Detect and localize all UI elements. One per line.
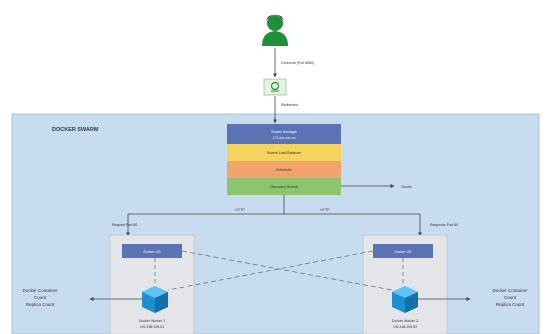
layer-swarm-manager bbox=[227, 124, 341, 144]
worker-1-cube-icon bbox=[142, 286, 168, 313]
right-container-line3: Replica Count bbox=[496, 302, 525, 307]
left-protocol-label: HTTP bbox=[235, 208, 245, 212]
left-container-line2: Count bbox=[34, 295, 47, 300]
cluster-label: Cluster bbox=[401, 185, 413, 189]
layer-scheduler-label: Scheduler bbox=[276, 168, 293, 172]
worker-2-service-label: Docker UD bbox=[394, 250, 412, 254]
proxy-edge-label: Redirected bbox=[281, 103, 298, 107]
swarm-title: DOCKER SWARM bbox=[52, 127, 99, 133]
worker-1-ip-label: 192.168.155.51 bbox=[140, 325, 164, 329]
layer-swarm-manager-ip: 172.xxx.xxx.xx bbox=[273, 136, 296, 140]
worker-2-cube-icon bbox=[392, 286, 418, 313]
left-port-label: Request Port 80 bbox=[112, 223, 137, 227]
worker-node-2: Docker UD Docker Worker 2 192.168.155.52 bbox=[362, 234, 448, 334]
layer-scheduler bbox=[227, 161, 341, 178]
dashed-link-2 bbox=[167, 250, 374, 291]
user-edge-label: Connects (Port 8080) bbox=[281, 61, 314, 65]
worker-2-service-box bbox=[373, 244, 433, 258]
left-container-line3: Replica Count bbox=[26, 302, 55, 307]
right-port-label: Response Port 80 bbox=[430, 223, 458, 227]
layer-swarm-manager-label: Swarm Manager bbox=[271, 130, 298, 134]
manager-stack: Swarm Manager 172.xxx.xxx.xx Swarm Load … bbox=[227, 124, 341, 195]
layer-discovery-label: Discovery Module bbox=[270, 185, 298, 189]
worker-2-ip-label: 192.168.155.52 bbox=[393, 325, 417, 329]
user-icon bbox=[262, 14, 288, 46]
left-container-title: Docker Container bbox=[22, 288, 58, 293]
layer-load-balancer-label: Swarm Load Balancer bbox=[267, 151, 302, 155]
worker-2-node-label: Docker Worker 2 bbox=[392, 319, 418, 323]
right-container-title: Docker Container bbox=[492, 288, 528, 293]
proxy-icon bbox=[263, 78, 287, 96]
right-protocol-label: HTTP bbox=[320, 208, 330, 212]
worker-1-service-box bbox=[122, 244, 182, 258]
worker-node-1: Docker UD Docker Worker 1 192.168.155.51 bbox=[109, 234, 195, 334]
worker-1-node-label: Docker Worker 1 bbox=[139, 319, 165, 323]
right-container-line2: Count bbox=[504, 295, 517, 300]
layer-discovery bbox=[227, 178, 341, 195]
layer-load-balancer bbox=[227, 144, 341, 161]
worker-1-service-label: Docker UD bbox=[143, 250, 161, 254]
dashed-link-1 bbox=[181, 250, 393, 291]
